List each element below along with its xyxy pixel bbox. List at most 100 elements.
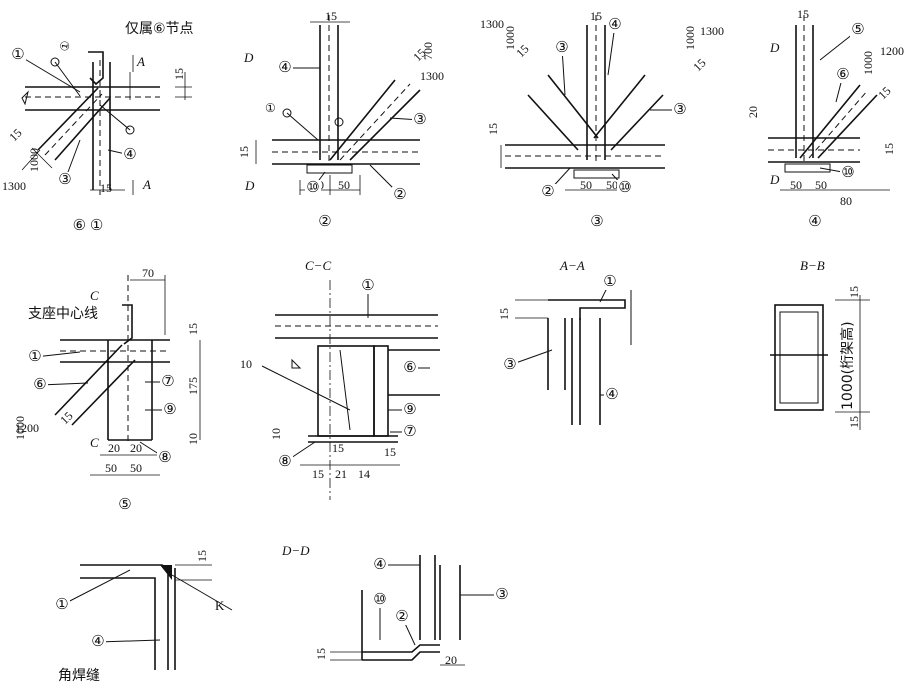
dim-15: 15 (486, 123, 500, 135)
callout-leader (607, 24, 616, 76)
section-mark-d: D (244, 178, 255, 193)
dim-10: 10 (186, 433, 200, 445)
dim-175: 175 (186, 377, 200, 395)
only-node6-note: 仅属⑥节点 (125, 21, 194, 37)
callout-bg (372, 592, 388, 608)
dim-1300: 1300 (480, 17, 504, 31)
callout-bg (617, 180, 633, 196)
callout-bg (554, 40, 570, 56)
dim-15: 15 (314, 648, 328, 660)
dim-15: 15 (325, 9, 337, 23)
part-number-callout: ⑤ (851, 22, 864, 38)
dim-15: 15 (590, 9, 602, 23)
dim-15: 15 (797, 7, 809, 21)
dim-20: 20 (108, 441, 120, 455)
part-number-callout: ④ (123, 147, 136, 163)
part-number-callout: ③ (555, 40, 568, 56)
callout-bg (277, 60, 293, 76)
callout-bg (402, 402, 418, 418)
section-mark-a-bottom: A (142, 177, 151, 192)
part-number-callout: ④ (278, 60, 291, 76)
section-aa: A−A 15 (497, 258, 632, 425)
callout-bg (90, 634, 106, 650)
callout-bg (27, 349, 43, 365)
part-number-callout: ① (361, 278, 374, 294)
callout-bg (402, 360, 418, 376)
node-6-1-detail: ① 仅属⑥节点 A A 15 15 15 1000 1300 ⑥ ① (2, 21, 194, 234)
node-5-detail: 70 C C 支座中心线 15 175 10 20 20 50 50 1000 … (13, 266, 201, 513)
dim-700: 700 (421, 42, 435, 60)
node-6-1-label: ⑥ ① (73, 218, 104, 234)
dim-14: 14 (358, 467, 370, 481)
callout-bg (672, 102, 688, 118)
section-cc-title: C−C (305, 258, 331, 273)
callout-bg (494, 587, 510, 603)
dim-10: 10 (269, 428, 283, 440)
dim-15: 15 (497, 308, 511, 320)
part-number-callout: ⑩ (306, 180, 319, 196)
dim-15: 15 (875, 84, 893, 102)
dim-1200: 1200 (15, 421, 39, 435)
part-number-callout: ④ (608, 17, 621, 33)
dim-50: 50 (790, 178, 802, 192)
dim-20: 20 (445, 653, 457, 667)
part-number-callout: ⑥ (33, 377, 46, 393)
callout-bg (54, 597, 70, 613)
dim-15: 15 (847, 416, 861, 428)
dim-70: 70 (142, 266, 154, 280)
dim-15: 15 (172, 68, 186, 80)
callout-bg (277, 454, 293, 470)
callout-bg (394, 609, 410, 625)
callout-leader (61, 569, 131, 606)
dim-1000: 1000 (13, 416, 27, 440)
dim-21: 21 (335, 467, 347, 481)
callout-bg (850, 22, 866, 38)
dim-50: 50 (815, 178, 827, 192)
dim-15: 15 (6, 126, 24, 144)
dim-1000: 1000 (27, 148, 41, 172)
dim-50: 50 (338, 178, 350, 192)
part-number-callout: ⑩ (373, 592, 386, 608)
dim-15: 15 (384, 445, 396, 459)
callout-bg (305, 180, 321, 196)
dim-1300: 1300 (420, 69, 444, 83)
dim-15: 15 (100, 181, 112, 195)
part-number-callout: ⑦ (161, 374, 174, 390)
dim-15: 15 (332, 441, 344, 455)
dim-1000: 1000 (683, 26, 697, 50)
part-number-callout: ① (55, 597, 68, 613)
callout-bg (502, 357, 518, 373)
callout-bg (835, 67, 851, 83)
part-number-callout: ④ (91, 634, 104, 650)
part-number-callout: ③ (673, 102, 686, 118)
part-number-callout: ① (603, 274, 616, 290)
part-number-callout: ② (393, 187, 406, 203)
callout-bg (162, 402, 178, 418)
section-aa-title: A−A (559, 258, 585, 273)
section-cc: C−C 15 15 21 14 15 10 10 (240, 258, 440, 500)
dim-50: 50 (580, 178, 592, 192)
part-number-callout: ④ (373, 557, 386, 573)
node-2-detail: 15 D D 15 50 50 15 700 1300 ① ② (237, 9, 444, 230)
callout-bg (10, 47, 26, 63)
part-number-callout: ② (395, 609, 408, 625)
part-number-callout: ④ (605, 387, 618, 403)
callout-bg (402, 424, 418, 440)
callout-bg (57, 172, 73, 188)
section-mark-d: D (769, 40, 780, 55)
dim-15: 15 (186, 323, 200, 335)
weld-size-10: 10 (240, 357, 252, 371)
callout-bg (160, 374, 176, 390)
dim-20: 20 (130, 441, 142, 455)
section-mark-d: D (769, 172, 780, 187)
callout-bg (604, 387, 620, 403)
part-number-callout: ③ (58, 172, 71, 188)
dim-1300: 1300 (700, 24, 724, 38)
dim-15: 15 (690, 56, 708, 74)
part-number-callout: ③ (503, 357, 516, 373)
section-mark-a-top: A (136, 54, 145, 69)
dim-1000: 1000 (861, 51, 875, 75)
part-number-callout: ⑦ (403, 424, 416, 440)
node-3-label: ③ (590, 214, 603, 230)
